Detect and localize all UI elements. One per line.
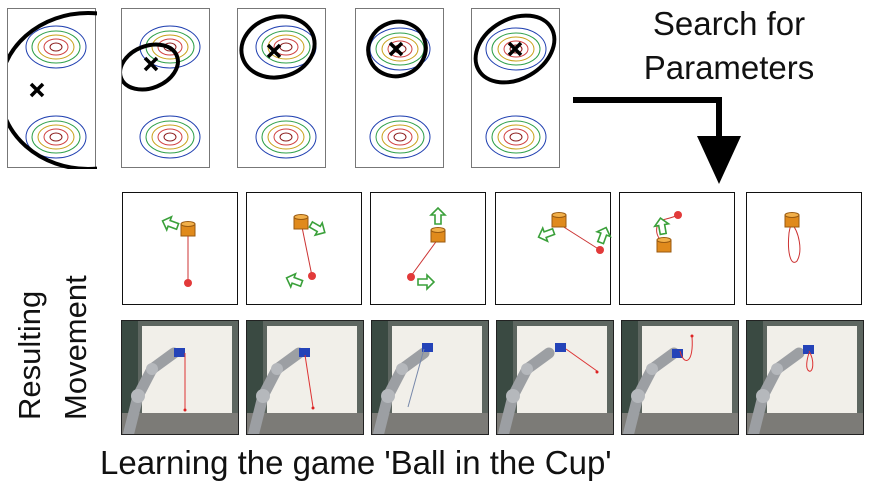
cross-marker-icon (266, 43, 282, 59)
ball-icon (308, 272, 316, 280)
search-label-line2: Parameters (643, 49, 815, 86)
cup-icon (656, 237, 672, 253)
contour-lower (369, 115, 431, 159)
search-for-parameters-label: Search for Parameters (604, 2, 854, 90)
simulation-panel-3 (370, 192, 486, 305)
direction-arrow-icon (308, 220, 326, 237)
contour-lower (485, 115, 547, 159)
simulation-panel-5 (619, 192, 735, 305)
simulation-panel-1 (122, 192, 238, 305)
simulation-scene-2 (285, 214, 326, 289)
robot-scene-1 (122, 321, 238, 434)
direction-arrow-icon (429, 206, 447, 225)
robot-photo-6 (746, 320, 864, 435)
robot-scene-4 (497, 321, 613, 434)
contour-lower (139, 115, 201, 159)
search-distribution (8, 11, 97, 169)
search-panel-1 (7, 8, 97, 169)
ball-icon (184, 279, 192, 287)
contour-plot-1 (8, 11, 97, 169)
cup-icon (430, 227, 446, 243)
ball-icon (407, 273, 415, 281)
search-panel-3 (237, 8, 326, 168)
search-distribution (239, 14, 317, 80)
contour-plot-5 (473, 13, 557, 159)
contour-lower (255, 115, 317, 159)
search-label-line1: Search for (652, 5, 806, 42)
cup-icon (784, 212, 800, 228)
side-label-line2: Movement (58, 275, 93, 420)
direction-arrow-icon (537, 226, 556, 243)
direction-arrow-icon (285, 272, 304, 289)
cup-icon (293, 214, 309, 230)
robot-photo-4 (496, 320, 614, 435)
robot-scene-6 (747, 321, 863, 434)
string (558, 223, 601, 251)
robot-scene-3 (372, 321, 488, 434)
simulation-panel-4 (495, 192, 612, 305)
contour-plot-4 (366, 19, 431, 159)
contour-plot-3 (239, 14, 317, 159)
simulation-scene-6 (784, 212, 801, 263)
ball-icon (596, 246, 604, 254)
cross-marker-icon (29, 82, 45, 98)
ball-icon (674, 211, 682, 219)
resulting-movement-label: Resulting Movement (12, 275, 112, 432)
simulation-scene-4 (537, 212, 612, 254)
side-label-line1: Resulting (12, 290, 47, 420)
robot-scene-2 (247, 321, 363, 434)
string (788, 222, 801, 263)
contour-upper (485, 27, 547, 71)
robot-photo-3 (371, 320, 489, 435)
cross-marker-icon (143, 56, 159, 72)
direction-arrow-icon (161, 215, 180, 232)
cup-icon (551, 212, 567, 228)
direction-arrow-icon (595, 226, 612, 245)
cup-icon (180, 221, 196, 237)
direction-arrow-icon (652, 217, 671, 236)
robot-scene-5 (622, 321, 738, 434)
string (410, 238, 439, 277)
contour-lower (25, 115, 87, 159)
string (301, 226, 313, 277)
figure-caption: Learning the game 'Ball in the Cup' (100, 444, 612, 481)
search-distribution (473, 13, 557, 85)
search-distribution (122, 42, 180, 92)
search-panel-2 (121, 8, 210, 168)
search-distribution (366, 19, 428, 79)
simulation-scene-3 (407, 206, 447, 291)
direction-arrow-icon (417, 273, 436, 291)
robot-photo-5 (621, 320, 739, 435)
contour-plot-2 (122, 25, 201, 159)
contour-upper (25, 25, 87, 69)
search-panel-5 (471, 8, 560, 168)
simulation-scene-5 (652, 211, 682, 253)
simulation-scene-1 (161, 215, 196, 287)
search-panel-4 (355, 8, 444, 168)
robot-photo-2 (246, 320, 364, 435)
cross-marker-icon (388, 41, 404, 57)
search-arrow-icon (573, 97, 741, 184)
robot-photo-1 (121, 320, 239, 435)
cross-marker-icon (507, 41, 523, 57)
simulation-panel-2 (246, 192, 362, 305)
simulation-panel-6 (746, 192, 862, 305)
